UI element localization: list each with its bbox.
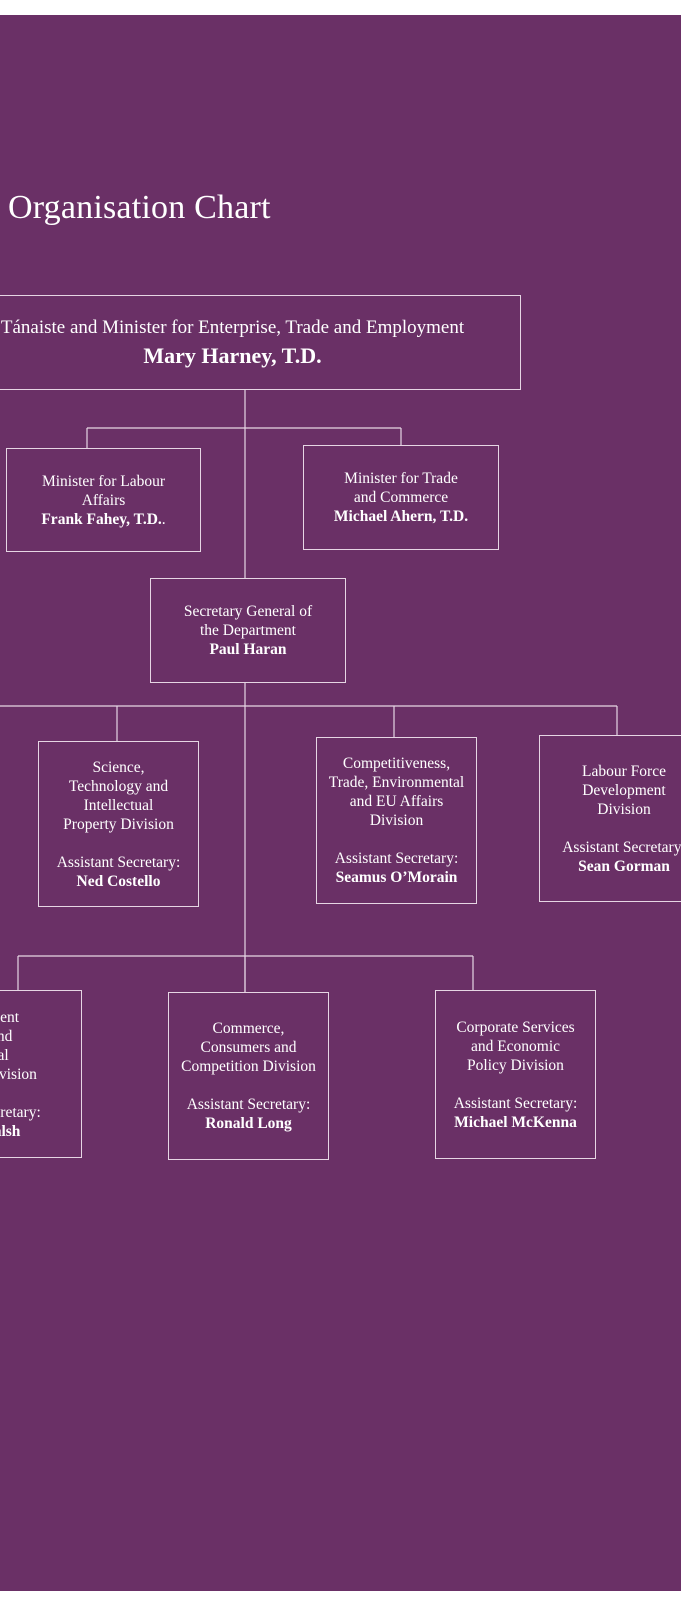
science-line-3: Intellectual (83, 796, 154, 814)
commerce-assistant-label: Assistant Secretary: (186, 1096, 311, 1113)
minister-labour-role-2: Affairs (81, 491, 126, 509)
box-labour-force-division: Labour Force Development Division Assist… (539, 735, 681, 902)
box-corporate-services-division: Corporate Services and Economic Policy D… (435, 990, 596, 1159)
commerce-line-3: Competition Division (181, 1058, 316, 1075)
box-science-division: Science, Technology and Intellectual Pro… (38, 741, 199, 907)
labour-force-line-3: Division (597, 800, 651, 818)
corporate-line-3: Policy Division (467, 1056, 564, 1074)
competitiveness-assistant-name: Seamus O’Morain (335, 869, 458, 886)
connector-lines (0, 389, 618, 992)
minister-trade-role-1: Minister for Trade (344, 470, 458, 487)
employment-line-1: Employment (0, 1008, 20, 1026)
science-line-2: Technology and (68, 777, 169, 795)
box-tanaiste: Tánaiste and Minister for Enterprise, Tr… (0, 295, 521, 390)
box-minister-trade: Minister for Trade and Commerce Michael … (303, 445, 499, 550)
chart-panel: Organisation Chart Tánaiste and Minister… (0, 15, 681, 1591)
box-commerce-division: Commerce, Consumers and Competition Divi… (168, 992, 329, 1160)
competitiveness-line-4: Division (369, 812, 424, 829)
minister-trade-name: Michael Ahern, T.D. (333, 508, 469, 525)
corporate-line-1: Corporate Services (456, 1018, 575, 1036)
labour-force-assistant-label: Assistant Secretary: (562, 838, 681, 856)
science-line-1: Science, (92, 758, 145, 776)
competitiveness-assistant-label: Assistant Secretary: (334, 850, 459, 867)
employment-assistant-name: Brian Walsh (0, 1122, 21, 1140)
commerce-line-2: Consumers and (200, 1039, 297, 1056)
competitiveness-line-1: Competitiveness, (342, 755, 451, 772)
tanaiste-role: Tánaiste and Minister for Enterprise, Tr… (0, 316, 465, 338)
secretary-general-name: Paul Haran (209, 641, 287, 658)
corporate-assistant-name: Michael McKenna (454, 1113, 577, 1131)
minister-labour-name: Frank Fahey, T.D.. (41, 510, 166, 528)
competitiveness-line-2: Trade, Environmental (328, 774, 465, 791)
secretary-general-role-1: Secretary General of (183, 603, 313, 620)
employment-line-3: Industrial (0, 1046, 9, 1064)
commerce-assistant-name: Ronald Long (205, 1115, 292, 1132)
employment-assistant-label: Assistant Secretary: (0, 1103, 41, 1121)
minister-trade-role-2: and Commerce (353, 489, 449, 506)
employment-line-4: Relations Division (0, 1065, 37, 1083)
labour-force-line-1: Labour Force (582, 762, 666, 780)
corporate-line-2: and Economic (470, 1037, 561, 1055)
science-assistant-label: Assistant Secretary: (56, 853, 181, 871)
science-line-4: Property Division (63, 815, 174, 833)
corporate-assistant-label: Assistant Secretary: (453, 1094, 578, 1112)
tanaiste-name: Mary Harney, T.D. (143, 342, 322, 368)
science-assistant-name: Ned Costello (76, 872, 161, 890)
box-competitiveness-division: Competitiveness, Trade, Environmental an… (316, 737, 477, 904)
employment-line-2: Rights and (0, 1027, 13, 1045)
box-secretary-general: Secretary General of the Department Paul… (150, 578, 346, 683)
commerce-line-1: Commerce, (212, 1020, 285, 1037)
minister-labour-role-1: Minister for Labour (41, 472, 166, 490)
labour-force-line-2: Development (582, 781, 666, 799)
box-employment-rights-division: Employment Rights and Industrial Relatio… (0, 990, 82, 1158)
labour-force-assistant-name: Sean Gorman (578, 857, 670, 875)
competitiveness-line-3: and EU Affairs (349, 793, 444, 810)
page-title: Organisation Chart (8, 189, 271, 226)
secretary-general-role-2: the Department (200, 622, 296, 639)
box-minister-labour: Minister for Labour Affairs Frank Fahey,… (6, 448, 201, 552)
